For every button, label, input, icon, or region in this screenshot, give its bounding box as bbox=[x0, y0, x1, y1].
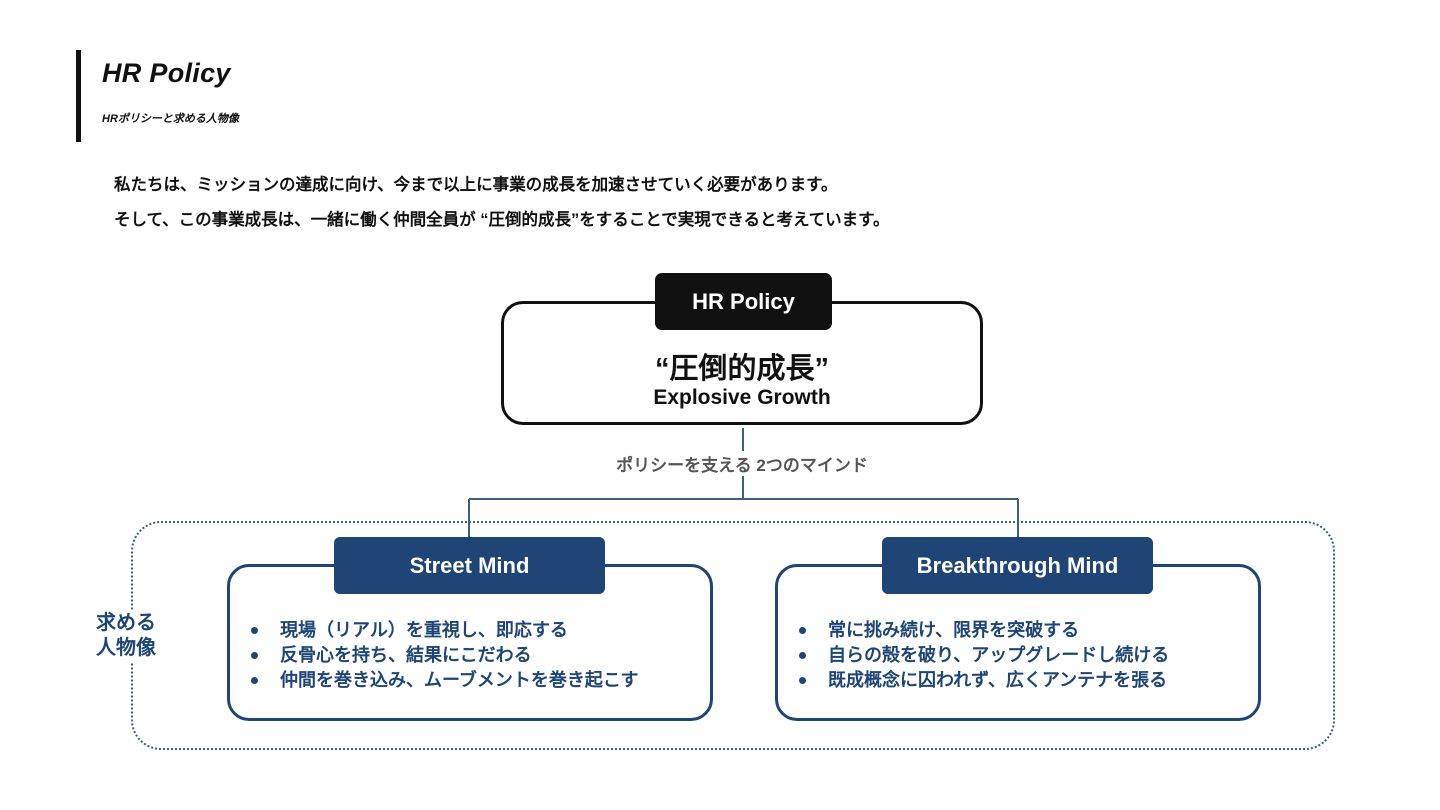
page-title: HR Policy bbox=[102, 58, 231, 88]
list-item-text: 既成概念に囚われず、広くアンテナを張る bbox=[828, 670, 1168, 690]
mind-caption: ポリシーを支える 2つのマインド bbox=[560, 451, 924, 476]
bullet-icon bbox=[799, 627, 806, 634]
policy-main-text: “圧倒的成長” bbox=[654, 353, 829, 385]
bullet-icon bbox=[251, 677, 258, 684]
list-item-text: 常に挑み続け、限界を突破する bbox=[828, 620, 1080, 640]
list-item-text: 自らの殻を破り、アップグレードし続ける bbox=[828, 645, 1170, 665]
breakthrough-mind-list: 常に挑み続け、限界を突破する 自らの殻を破り、アップグレードし続ける 既成概念に… bbox=[799, 618, 1169, 693]
policy-tab: HR Policy bbox=[655, 273, 832, 330]
list-item: 仲間を巻き込み、ムーブメントを巻き起こす bbox=[251, 668, 639, 693]
breakthrough-mind-tab: Breakthrough Mind bbox=[882, 537, 1153, 594]
list-item: 現場（リアル）を重視し、即応する bbox=[251, 618, 639, 643]
page-subtitle: HRポリシーと求める人物像 bbox=[102, 113, 239, 125]
list-item: 反骨心を持ち、結果にこだわる bbox=[251, 643, 639, 668]
list-item-text: 反骨心を持ち、結果にこだわる bbox=[280, 645, 532, 665]
list-item: 常に挑み続け、限界を突破する bbox=[799, 618, 1169, 643]
persona-label: 求める 人物像 bbox=[96, 610, 156, 662]
list-item-text: 現場（リアル）を重視し、即応する bbox=[280, 620, 568, 640]
list-item: 自らの殻を破り、アップグレードし続ける bbox=[799, 643, 1169, 668]
list-item-text: 仲間を巻き込み、ムーブメントを巻き起こす bbox=[280, 670, 639, 690]
header-accent-bar bbox=[76, 50, 81, 142]
bullet-icon bbox=[251, 652, 258, 659]
policy-english-text: Explosive Growth bbox=[653, 386, 831, 409]
intro-line-2: そして、この事業成長は、一緒に働く仲間全員が “圧倒的成長”をすることで実現でき… bbox=[114, 211, 890, 229]
street-mind-tab: Street Mind bbox=[334, 537, 605, 594]
list-item: 既成概念に囚われず、広くアンテナを張る bbox=[799, 668, 1169, 693]
intro-line-1: 私たちは、ミッションの達成に向け、今まで以上に事業の成長を加速させていく必要があ… bbox=[114, 176, 838, 194]
persona-label-text: 求める 人物像 bbox=[96, 612, 156, 659]
bullet-icon bbox=[251, 627, 258, 634]
bullet-icon bbox=[799, 652, 806, 659]
bullet-icon bbox=[799, 677, 806, 684]
street-mind-list: 現場（リアル）を重視し、即応する 反骨心を持ち、結果にこだわる 仲間を巻き込み、… bbox=[251, 618, 639, 693]
